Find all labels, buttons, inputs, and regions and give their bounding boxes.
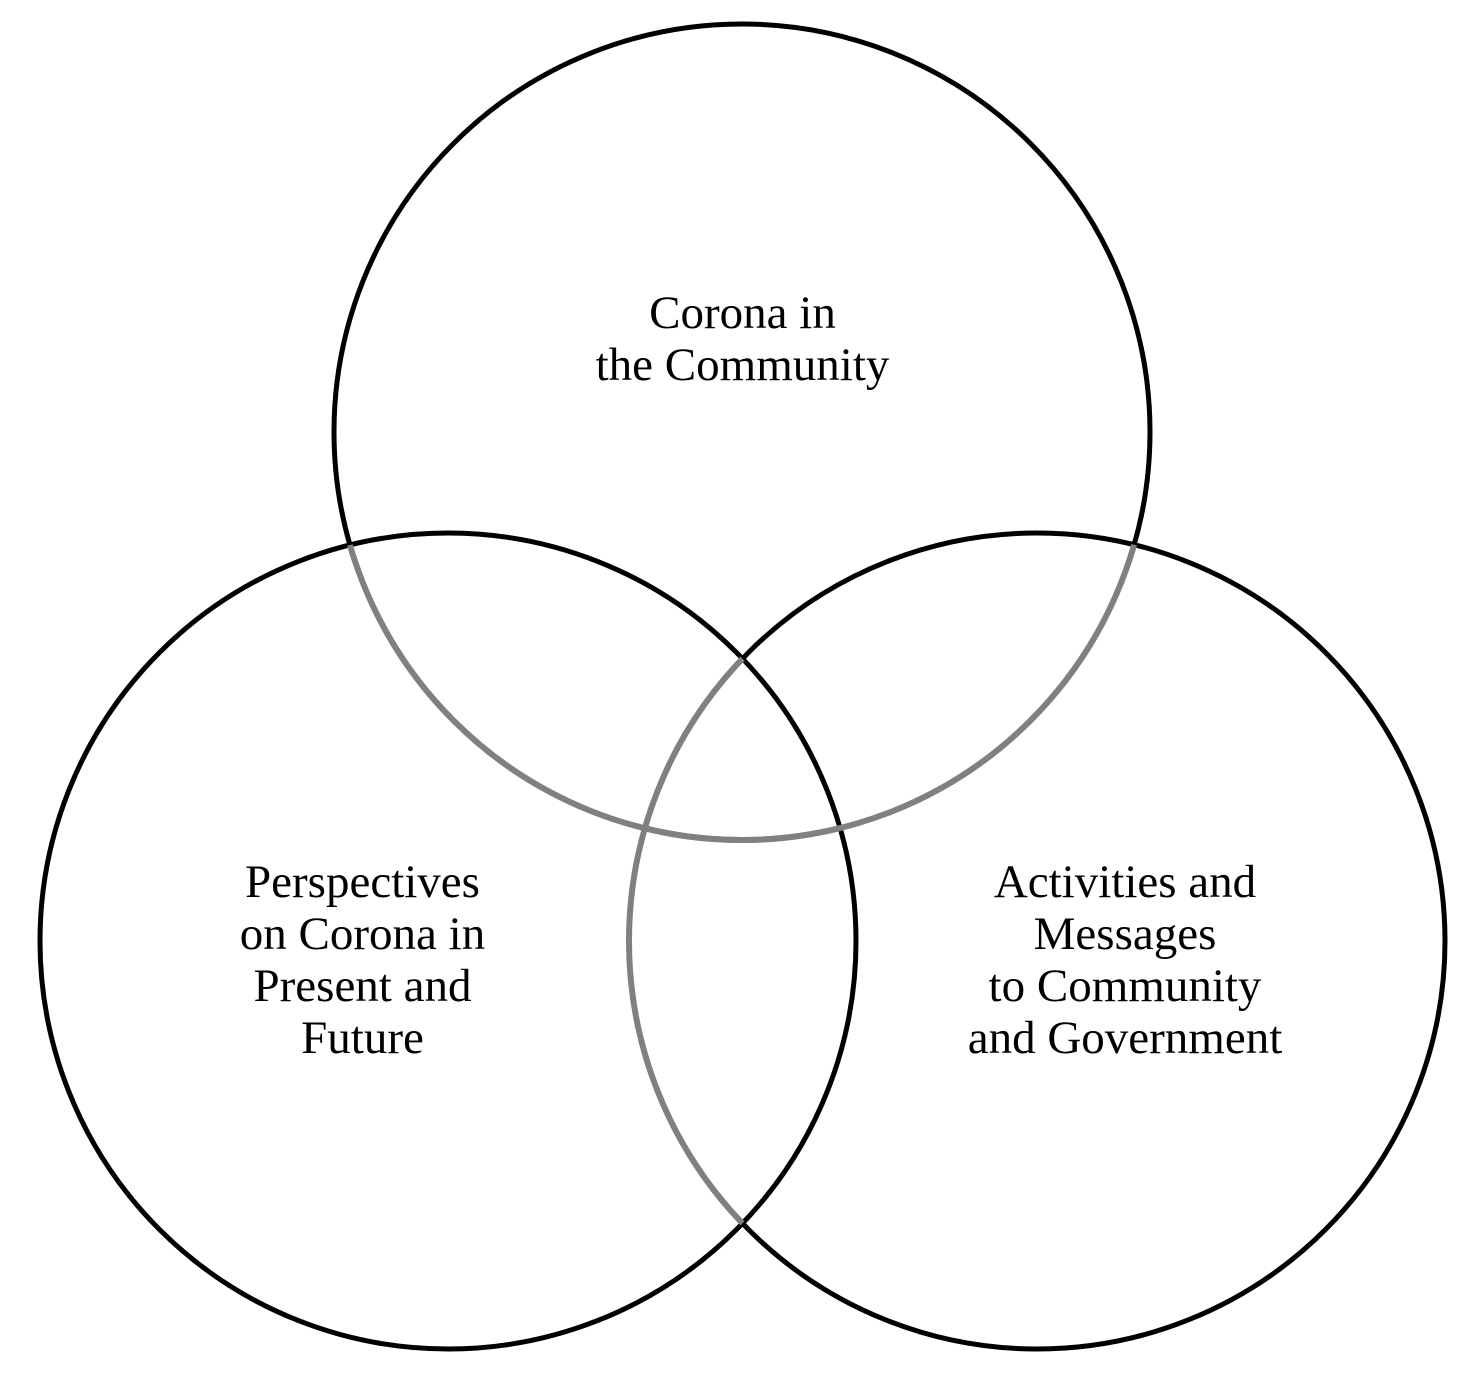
- overlap-right-in-left: [626, 533, 856, 1349]
- label-perspectives: Perspectives on Corona in Present and Fu…: [180, 856, 545, 1064]
- overlap-top-in-right: [629, 533, 1153, 843]
- label-line: to Community: [988, 960, 1262, 1012]
- circle-left: [37, 530, 859, 1352]
- label-activities-messages: Activities and Messages to Community and…: [905, 856, 1345, 1064]
- label-line: Activities and: [993, 856, 1257, 908]
- circle-top: [331, 21, 1153, 843]
- label-corona-in-community: Corona in the Community: [540, 287, 945, 391]
- label-line: Messages: [1033, 908, 1217, 960]
- label-line: on Corona in: [239, 908, 486, 960]
- label-line: the Community: [595, 339, 890, 391]
- label-line: Perspectives: [245, 856, 480, 908]
- label-line: Corona in: [649, 287, 836, 339]
- label-line: Present and: [253, 960, 472, 1012]
- overlap-top-in-left: [331, 533, 856, 843]
- label-line: and Government: [967, 1012, 1283, 1064]
- label-line: Future: [301, 1012, 424, 1064]
